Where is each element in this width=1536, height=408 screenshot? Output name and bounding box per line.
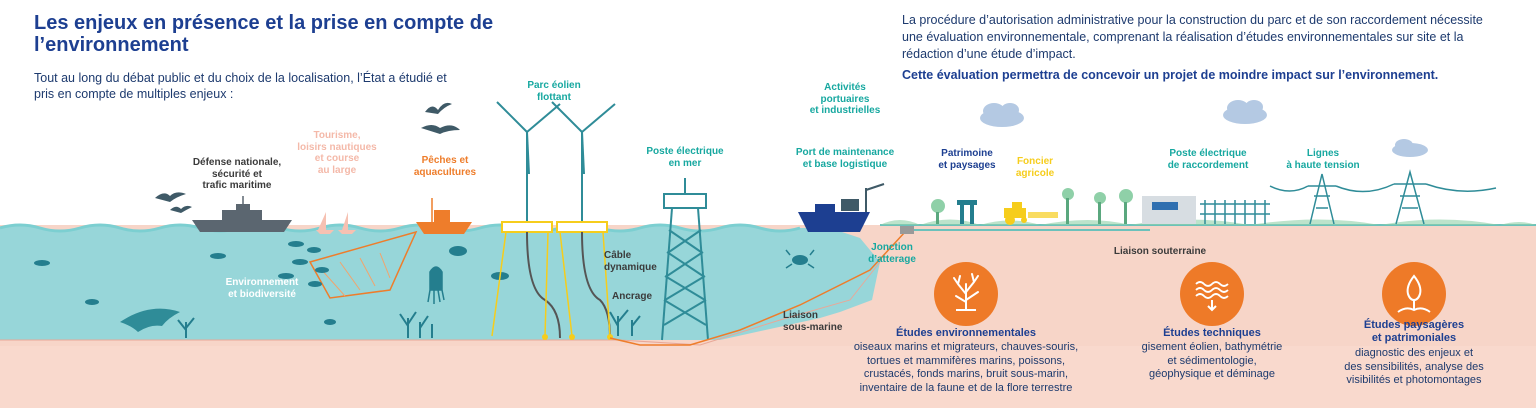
label-defense: Défense nationale, sécurité et trafic ma…: [192, 157, 282, 191]
label-liaison-sous-marine: Liaison sous-marine: [783, 310, 843, 333]
tree-icon: [931, 188, 1133, 224]
study-env-body: oiseaux marins et migrateurs, chauves-so…: [853, 341, 1079, 394]
label-foncier: Foncier agricole: [1015, 156, 1055, 179]
heritage-icon: [957, 200, 977, 224]
label-ancrage: Ancrage: [612, 291, 653, 302]
label-liaison-souterraine: Liaison souterraine: [1113, 246, 1207, 257]
label-jonction: Jonction d’atterage: [868, 242, 916, 265]
label-peches: Pêches et aquacultures: [413, 155, 477, 178]
study-tech-heading: Études techniques: [1163, 327, 1261, 339]
port-ship-icon: [798, 204, 870, 232]
coral-glyph: [953, 273, 979, 311]
net-mesh: [319, 252, 391, 297]
mooring-line: [491, 231, 611, 337]
label-lignes: Lignes à haute tension: [1286, 148, 1360, 171]
label-cable: Câble dynamique: [604, 250, 657, 273]
procedure-conclusion: Cette évaluation permettra de concevoir …: [902, 68, 1439, 82]
landscape-glyph: [1397, 274, 1431, 313]
sailboat-icon: [316, 212, 356, 234]
bottom-band: [0, 346, 1536, 408]
label-patrimoine: Patrimoine et paysages: [938, 148, 996, 171]
label-parc: Parc éolien flottant: [527, 80, 581, 103]
page-title: Les enjeux en présence et la prise en co…: [34, 12, 494, 56]
coral-reef: [177, 309, 641, 338]
dolphin-icon: [120, 308, 180, 332]
label-environnement: Environnement et biodiversité: [225, 277, 299, 300]
study-landscape-heading: Études paysagères et patrimoniales: [1363, 319, 1465, 344]
squid-icon: [427, 266, 445, 304]
label-poste-raccordement: Poste électrique de raccordement: [1167, 148, 1249, 171]
study-tech-body: gisement éolien, bathymétrie et sédiment…: [1141, 341, 1283, 380]
sea-surface: [0, 223, 801, 233]
wind-turbine-icon: [496, 101, 616, 222]
landscape-icon: [1382, 262, 1446, 326]
bird-icon: [155, 102, 460, 213]
label-tourisme: Tourisme, loisirs nautiques et course au…: [297, 130, 377, 176]
study-env-heading: Études environnementales: [896, 327, 1036, 339]
study-landscape-body: diagnostic des enjeux et des sensibilité…: [1344, 347, 1484, 386]
intro-text: Tout au long du débat public et du choix…: [34, 71, 447, 101]
label-poste-mer: Poste électrique en mer: [646, 146, 724, 169]
fishing-boat-icon: [416, 198, 472, 234]
procedure-text: La procédure d’autorisation administrati…: [902, 13, 1483, 61]
onshore-substation: [1142, 196, 1270, 224]
tractor-icon: [1004, 202, 1058, 225]
seafloor-line: [0, 261, 881, 346]
export-cable: [609, 231, 906, 346]
landing-junction: [900, 226, 914, 234]
navy-ship-icon: [192, 196, 292, 232]
coral-icon: [934, 262, 998, 326]
pylon-icon: [1269, 169, 1497, 225]
fishing-net: [308, 230, 418, 299]
grass: [880, 219, 1536, 225]
waves-icon: [1180, 262, 1244, 326]
crane-icon: [841, 183, 885, 212]
cloud-icon: [980, 100, 1428, 157]
offshore-substation: [661, 178, 709, 341]
label-activites: Activités portuaires et industrielles: [809, 82, 881, 116]
label-port: Port de maintenance et base logistique: [795, 147, 895, 170]
waves-glyph: [1195, 281, 1229, 312]
crab-icon: [785, 249, 815, 269]
